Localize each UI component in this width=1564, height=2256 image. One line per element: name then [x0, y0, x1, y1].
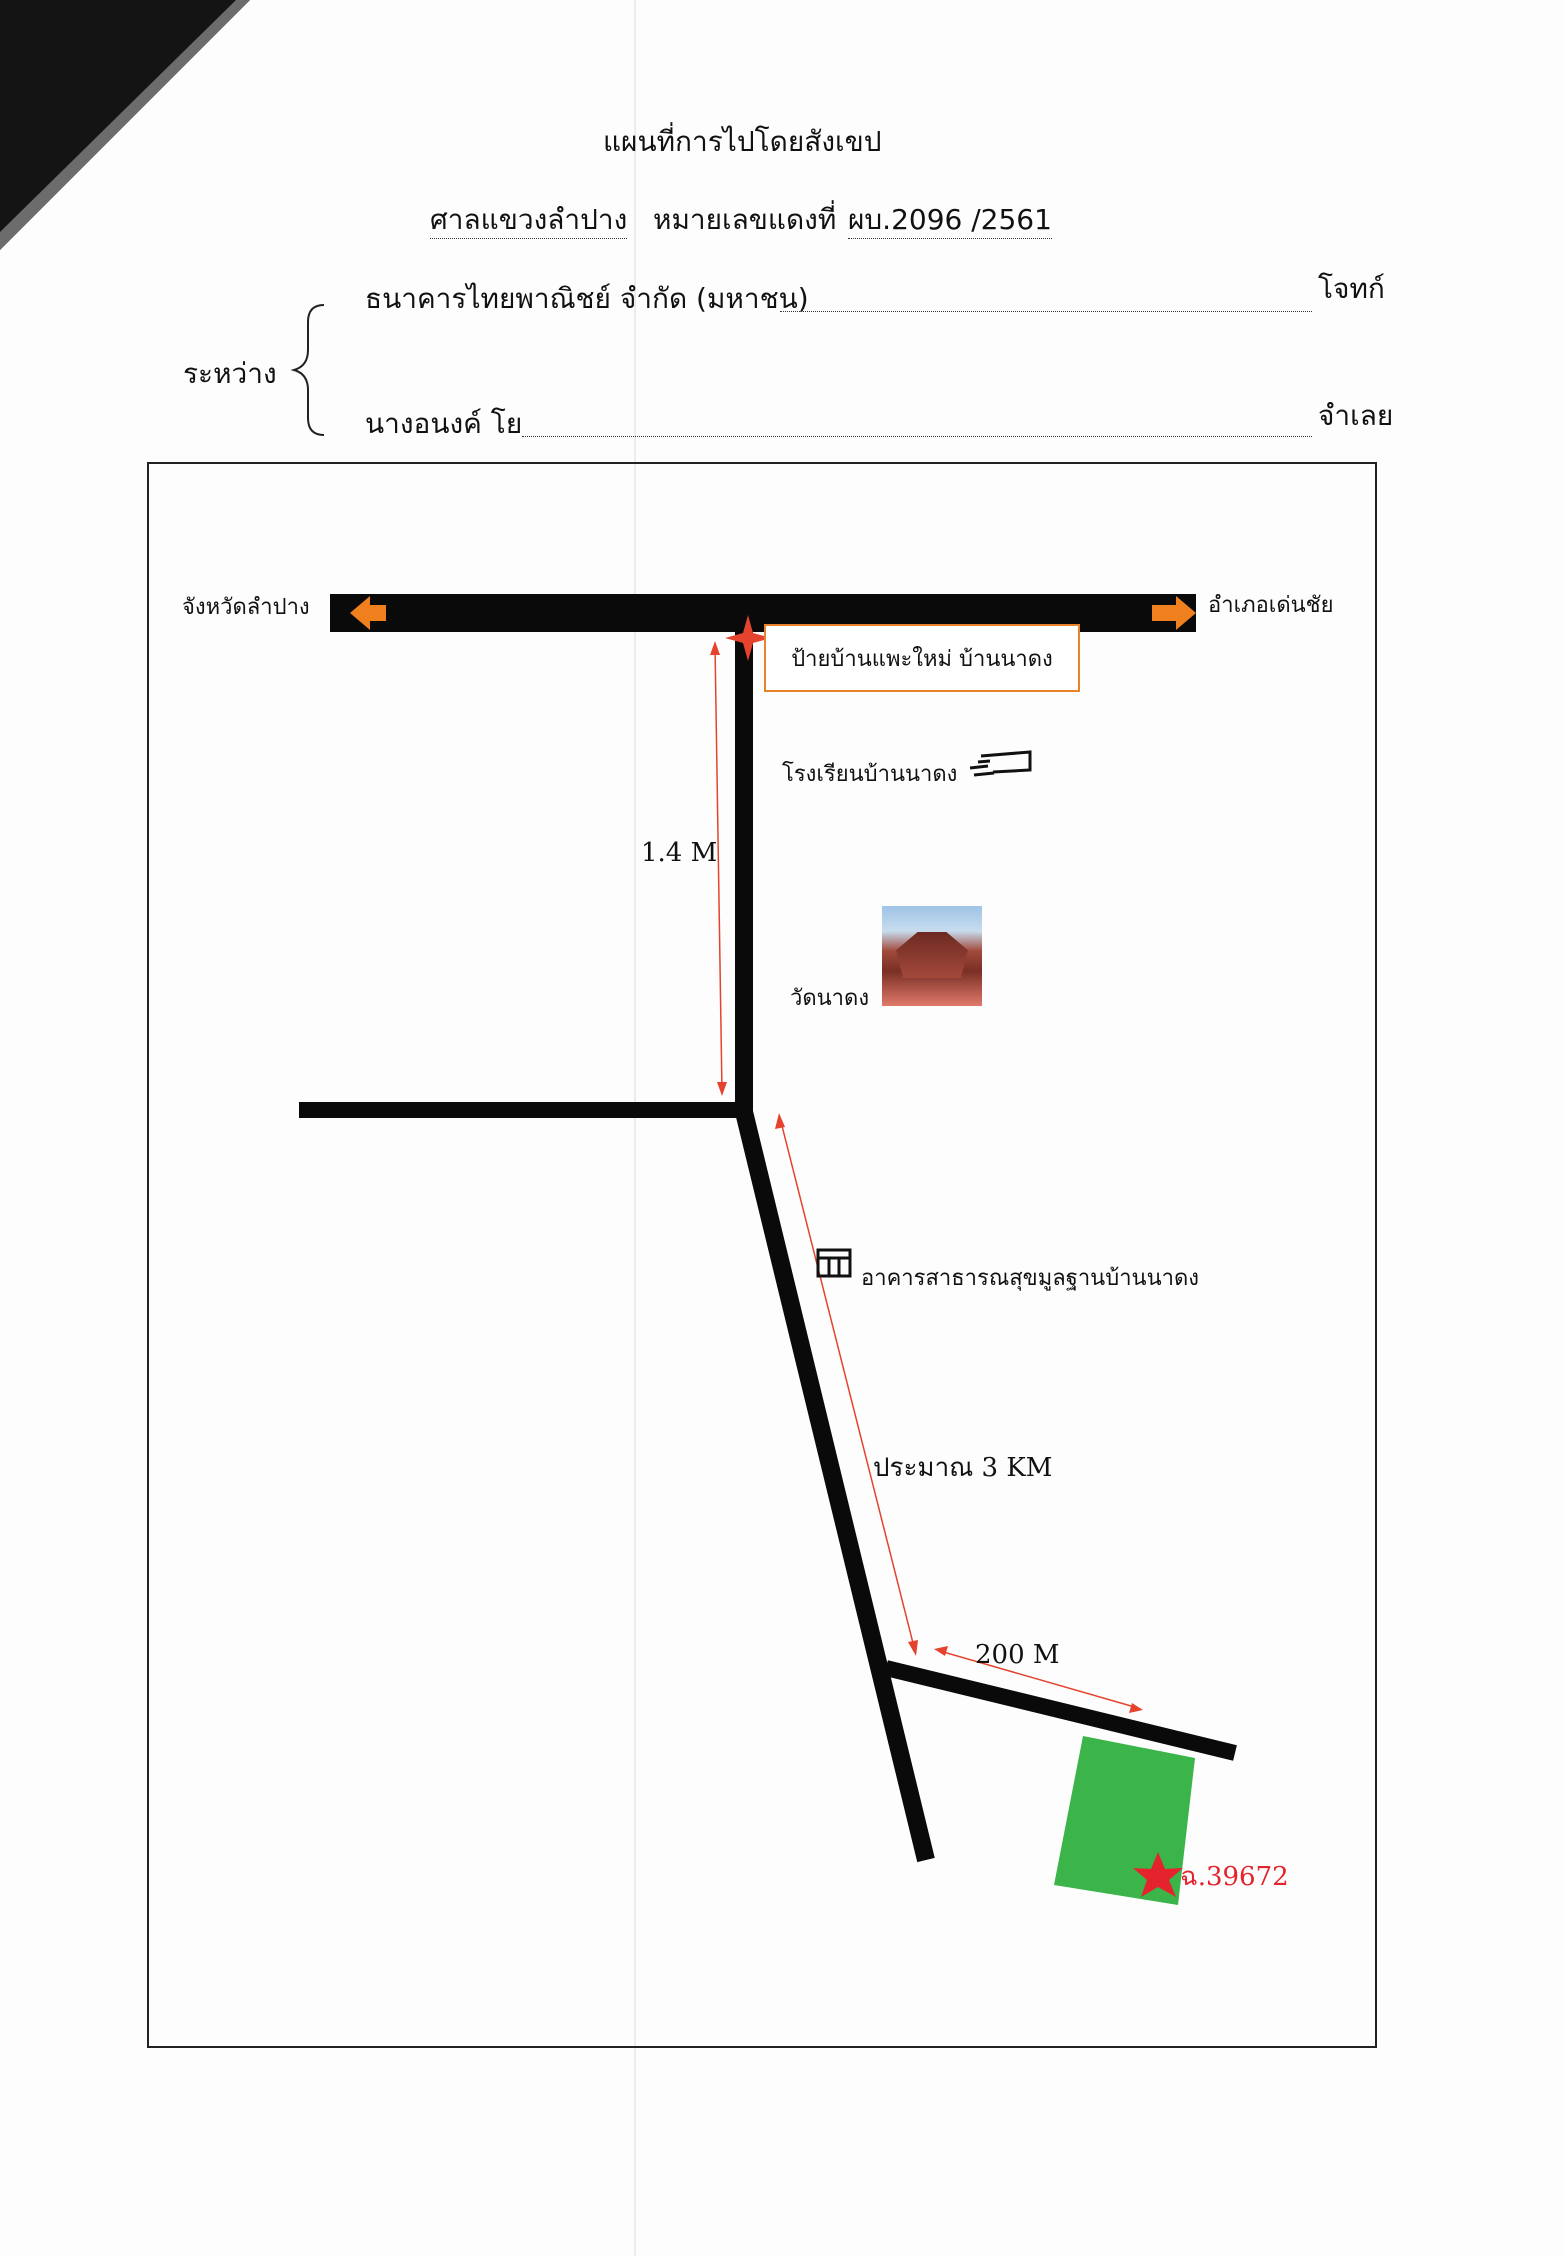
case-number-label: หมายเลขแดงที่ [653, 203, 837, 236]
court-name: ศาลแขวงลำปาง [430, 206, 628, 239]
distance-label-3: 200 M [975, 1640, 1060, 1670]
school-label: โรงเรียนบ้านนาดง [782, 762, 958, 787]
map-frame [147, 462, 1377, 2048]
plaintiff-role: โจทก์ [1318, 272, 1385, 305]
case-number: ผบ.2096 /2561 [848, 206, 1052, 239]
red-star-marker-icon [725, 615, 771, 661]
defendant-role: จำเลย [1318, 399, 1394, 432]
distance-arrow-3 [934, 1646, 1143, 1713]
page-corner-shadow [0, 0, 250, 250]
title-deed-label: ฉ.39672 [1180, 1862, 1289, 1892]
side-road-left [299, 1102, 745, 1118]
health-center-label: อาคารสาธารณสุขมูลฐานบ้านนาดง [861, 1266, 1200, 1291]
village-sign-label: ป้ายบ้านแพะใหม่ บ้านนาดง [791, 646, 1053, 672]
distance-arrow-2 [775, 1113, 918, 1656]
distance-label-1: 1.4 M [641, 838, 718, 868]
page-title: แผนที่การไปโดยสังเขป [603, 125, 882, 158]
right-destination: อำเภอเด่นชัย [1208, 593, 1334, 618]
temple-photo [882, 906, 982, 1006]
school-icon [969, 750, 1032, 777]
defendant-dotted-line [522, 436, 1312, 437]
right-arrow-icon [1152, 596, 1196, 630]
distance-arrow-1 [710, 641, 727, 1096]
temple-label: วัดนาดง [790, 986, 870, 1011]
health-center-icon [816, 1248, 852, 1278]
plaintiff-name: ธนาคารไทยพาณิชย์ จำกัด (มหาชน) [365, 282, 809, 315]
land-plot [1054, 1736, 1195, 1905]
village-sign-box: ป้ายบ้านแพะใหม่ บ้านนาดง [764, 624, 1080, 692]
left-destination: จังหวัดลำปาง [182, 595, 310, 620]
left-arrow-icon [350, 596, 386, 630]
defendant-name: นางอนงค์ โย [365, 407, 523, 440]
brace-icon [290, 304, 325, 436]
red-star-marker-icon [1133, 1852, 1183, 1897]
village-road [735, 630, 753, 1116]
distance-label-2: ประมาณ 3 KM [873, 1453, 1053, 1483]
between-label: ระหว่าง [183, 357, 277, 390]
page-fold-line [634, 0, 636, 2256]
road-to-plot [884, 1660, 1237, 1761]
road-south [735, 1109, 935, 1863]
plaintiff-dotted-line [780, 311, 1312, 312]
